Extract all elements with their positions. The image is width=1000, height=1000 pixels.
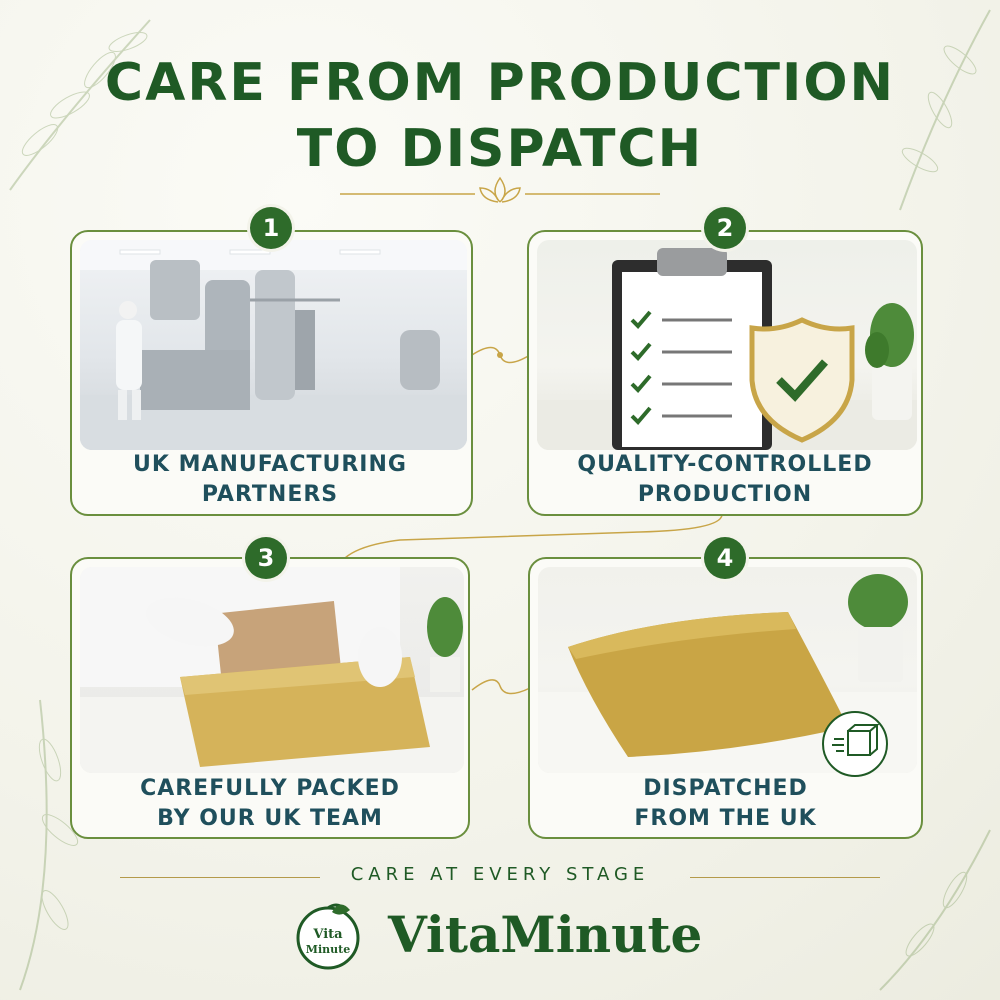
clipboard-shield-photo — [537, 240, 917, 450]
step-3-caption-line-2: BY OUR UK TEAM — [157, 806, 383, 831]
technician-figure — [116, 301, 142, 420]
step-2-caption-line-1: QUALITY-CONTROLLED — [577, 452, 873, 477]
delivery-box-icon — [822, 711, 888, 777]
logo-text-minute: Minute — [306, 943, 350, 956]
title-divider — [340, 176, 660, 203]
step-2-caption: QUALITY-CONTROLLED PRODUCTION — [529, 450, 921, 510]
step-4-caption-line-2: FROM THE UK — [634, 806, 817, 831]
step-card-3: CAREFULLY PACKED BY OUR UK TEAM — [70, 557, 470, 839]
vitaminute-logo: Vita Minute — [296, 903, 360, 970]
step-1-caption-line-2: PARTNERS — [201, 482, 339, 507]
step-card-1: UK MANUFACTURING PARTNERS — [70, 230, 473, 516]
step-4-caption-line-1: DISPATCHED — [643, 776, 808, 801]
step-4-caption: DISPATCHED FROM THE UK — [530, 774, 921, 834]
footer-divider-right — [690, 877, 880, 878]
leaf-decoration-top-left — [9, 19, 151, 191]
step-3-caption: CAREFULLY PACKED BY OUR UK TEAM — [72, 774, 468, 834]
padded-envelope — [568, 612, 848, 757]
step-1-caption: UK MANUFACTURING PARTNERS — [72, 450, 468, 510]
clipboard-icon — [612, 248, 772, 450]
title-line-2: TO DISPATCH — [296, 119, 704, 179]
tagline: CARE AT EVERY STAGE — [350, 864, 650, 885]
step-card-2: QUALITY-CONTROLLED PRODUCTION — [527, 230, 923, 516]
step-card-4: DISPATCHED FROM THE UK — [528, 557, 923, 839]
step-3-caption-line-1: CAREFULLY PACKED — [140, 776, 400, 801]
step-4-badge: 4 — [704, 537, 746, 579]
factory-photo — [80, 240, 467, 450]
step-2-badge: 2 — [704, 207, 746, 249]
shield-check-icon — [749, 317, 855, 443]
potted-plant-icon — [865, 303, 914, 420]
potted-plant-icon — [848, 574, 908, 682]
footer-divider-left — [120, 877, 320, 878]
leaf-decoration-bottom-left — [19, 699, 79, 991]
gloved-hand-right — [358, 627, 402, 687]
step-1-badge: 1 — [250, 207, 292, 249]
sprout-icon — [479, 176, 521, 203]
step-2-caption-line-2: PRODUCTION — [637, 482, 813, 507]
title-line-1: CARE FROM PRODUCTION — [104, 53, 896, 113]
brand-name: VitaMinute — [388, 905, 703, 964]
leaf-decoration-bottom-right — [879, 829, 991, 991]
gloved-hand-left — [146, 597, 234, 647]
packing-photo — [80, 567, 464, 773]
step-1-caption-line-1: UK MANUFACTURING — [133, 452, 407, 477]
page-title: CARE FROM PRODUCTION TO DISPATCH — [0, 50, 1000, 182]
leaf-decoration-top-right — [899, 9, 991, 211]
potted-plant-icon — [427, 597, 463, 692]
logo-text-vita: Vita — [312, 927, 343, 942]
step-3-badge: 3 — [245, 537, 287, 579]
